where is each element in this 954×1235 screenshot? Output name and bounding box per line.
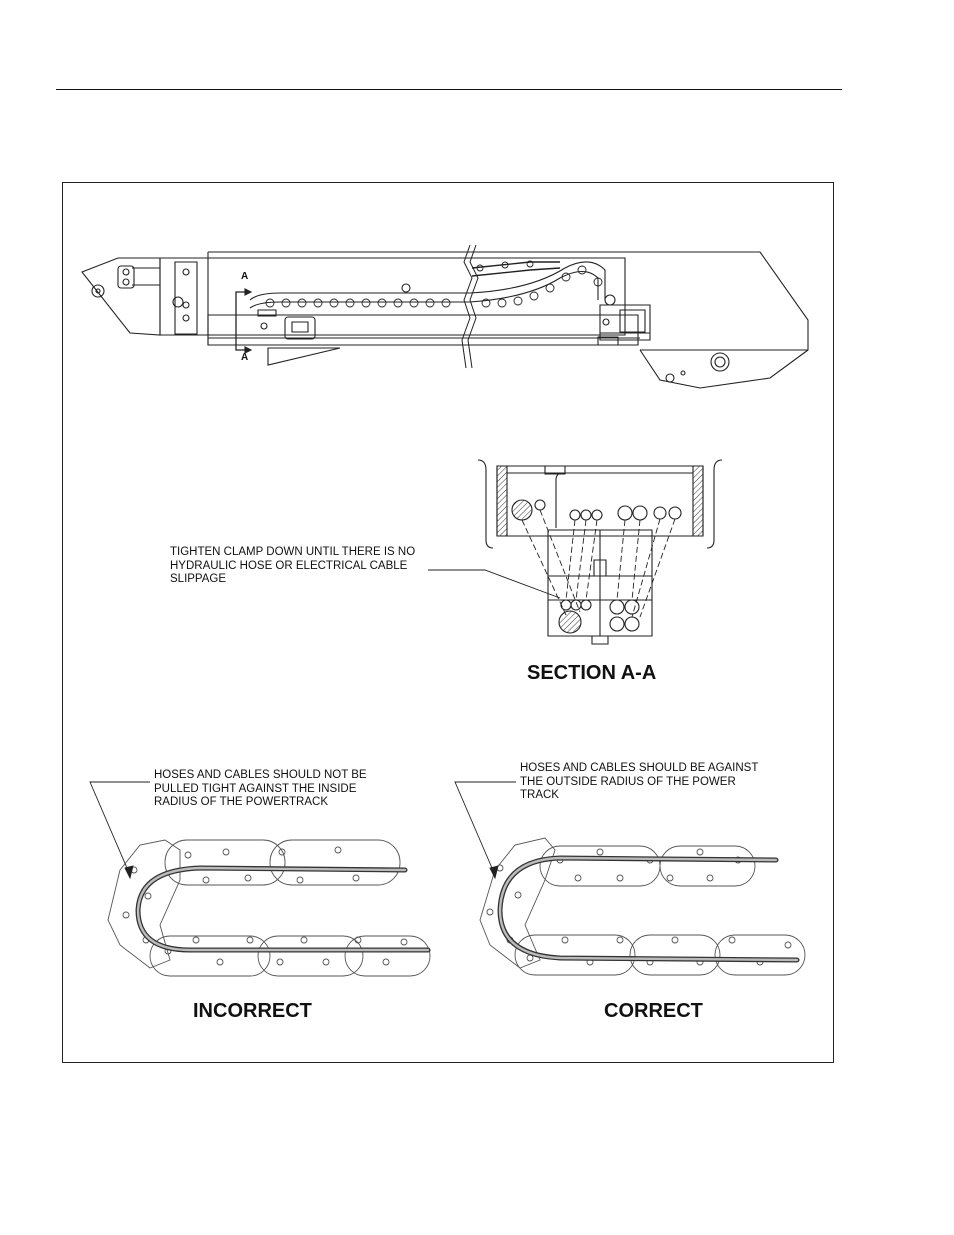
clamp-note-leader <box>428 570 560 598</box>
clamp-note: TIGHTEN CLAMP DOWN UNTIL THERE IS NO HYD… <box>170 546 428 587</box>
hose-large-icon <box>512 500 532 520</box>
section-title: SECTION A-A <box>527 662 656 685</box>
boom-nose <box>82 258 160 335</box>
correct-note-line-3: TRACK <box>520 789 775 803</box>
incorrect-note-line-3: RADIUS OF THE POWERTRACK <box>154 796 384 810</box>
correct-note: HOSES AND CABLES SHOULD BE AGAINST THE O… <box>520 762 775 803</box>
incorrect-note: HOSES AND CABLES SHOULD NOT BE PULLED TI… <box>154 769 384 810</box>
incorrect-leader <box>90 782 150 878</box>
incorrect-powertrack <box>108 840 430 976</box>
pivot-pin-icon <box>711 353 729 371</box>
correct-title: CORRECT <box>604 1000 703 1023</box>
clamp-note-line-3: SLIPPAGE <box>170 573 428 587</box>
correct-hose <box>500 858 797 960</box>
section-marker-bottom: A <box>241 352 248 363</box>
section-cut-line <box>236 292 245 350</box>
inner-boom-1 <box>160 258 625 335</box>
boom-side-view <box>82 245 808 388</box>
boom-heel <box>640 350 808 388</box>
incorrect-note-line-1: HOSES AND CABLES SHOULD NOT BE <box>154 769 384 783</box>
section-a-a-view <box>428 460 722 644</box>
clamp-note-line-2: HYDRAULIC HOSE OR ELECTRICAL CABLE <box>170 560 428 574</box>
incorrect-note-line-2: PULLED TIGHT AGAINST THE INSIDE <box>154 783 384 797</box>
incorrect-title: INCORRECT <box>193 1000 312 1023</box>
correct-leader <box>455 782 516 878</box>
powertrack-chain <box>250 262 605 300</box>
correct-note-line-1: HOSES AND CABLES SHOULD BE AGAINST <box>520 762 775 776</box>
nose-pin-icon <box>92 285 104 297</box>
section-marker-top: A <box>241 271 248 282</box>
correct-note-line-2: THE OUTSIDE RADIUS OF THE POWER <box>520 776 775 790</box>
boom-section-outline <box>497 466 703 536</box>
clamp-note-line-1: TIGHTEN CLAMP DOWN UNTIL THERE IS NO <box>170 546 428 560</box>
incorrect-hose <box>138 868 428 950</box>
